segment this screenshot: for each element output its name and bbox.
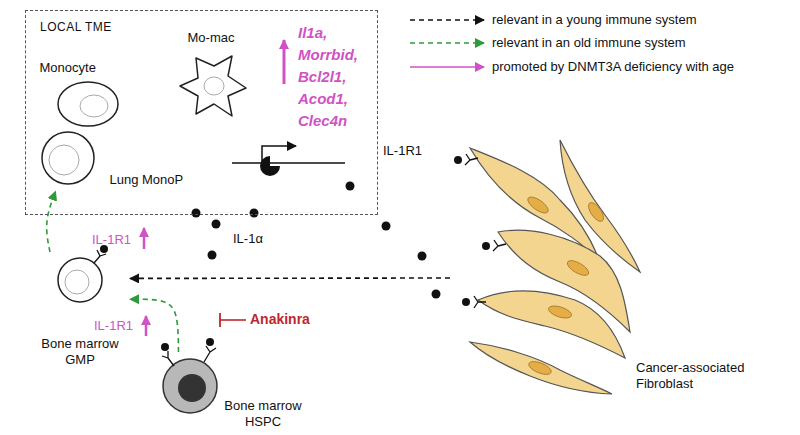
ligand-dot [206, 338, 214, 346]
cell-nucleus [204, 77, 224, 95]
connector-arrow [47, 192, 56, 253]
gene-list: Il1a, Morrbid, Bcl2l1, Acod1, Clec4n [298, 22, 378, 132]
cell-nucleus [49, 145, 79, 175]
legend-text: relevant in an old immune system [492, 35, 686, 51]
receptor-label: IL-1R1 [92, 232, 131, 248]
up-arrow [145, 316, 148, 336]
fibroblast-node: Cancer-associated Fibroblast [450, 135, 760, 395]
receptor-label: IL-1R1 [383, 143, 422, 159]
inhibition-line [220, 319, 246, 321]
receptor [465, 154, 506, 308]
legend-sample [410, 42, 484, 44]
node-label: Monocyte [40, 60, 96, 76]
connector-arrow [130, 299, 178, 352]
ligand-dot [161, 343, 169, 351]
macrophage-cell [180, 56, 246, 116]
il1a-dots [192, 182, 441, 299]
drug-label: Anakinra [250, 311, 310, 327]
cell-node: Monocyte [38, 60, 128, 126]
node-label: Bone marrow HSPC [218, 398, 308, 430]
gene-line [232, 162, 345, 164]
up-arrow [283, 40, 286, 84]
fibroblast-nuclei [525, 194, 606, 377]
cell-node: Bone marrow HSPC [158, 352, 312, 432]
node-label: Lung MonoP [110, 172, 184, 188]
ligand-dot [454, 156, 490, 306]
monocyte-cell [58, 82, 118, 126]
dnmt3a-symbol [260, 156, 280, 176]
connector-arrow [130, 277, 450, 279]
monop-cell [42, 132, 94, 184]
legend-text: promoted by DNMT3A deficiency with age [492, 59, 734, 75]
cell-node: Mo-mac [180, 30, 254, 118]
receptor [162, 351, 174, 366]
cell-nucleus [65, 270, 89, 294]
hspc-cell [163, 359, 217, 413]
legend-sample [410, 19, 484, 21]
cytokine-label: IL-1α [233, 231, 263, 247]
cell-node: Lung MonoP [40, 130, 200, 192]
node-label: Bone marrow GMP [35, 336, 125, 368]
receptor-label: IL-1R1 [94, 318, 133, 334]
cell-node: Bone marrow GMP [30, 252, 130, 370]
legend-text: relevant in a young immune system [492, 12, 696, 28]
node-label: LOCAL TME [40, 19, 112, 35]
receptor [204, 346, 216, 362]
up-arrow [143, 228, 146, 249]
gmp-cell [58, 258, 102, 302]
node-label: Mo-mac [188, 30, 235, 46]
legend-sample [410, 66, 484, 68]
fibroblast-cells [470, 140, 640, 394]
node-label: Cancer-associated Fibroblast [636, 360, 756, 392]
inhibition-bar [219, 313, 221, 327]
cell-nucleus [80, 95, 108, 117]
cell-nucleus [178, 374, 206, 402]
